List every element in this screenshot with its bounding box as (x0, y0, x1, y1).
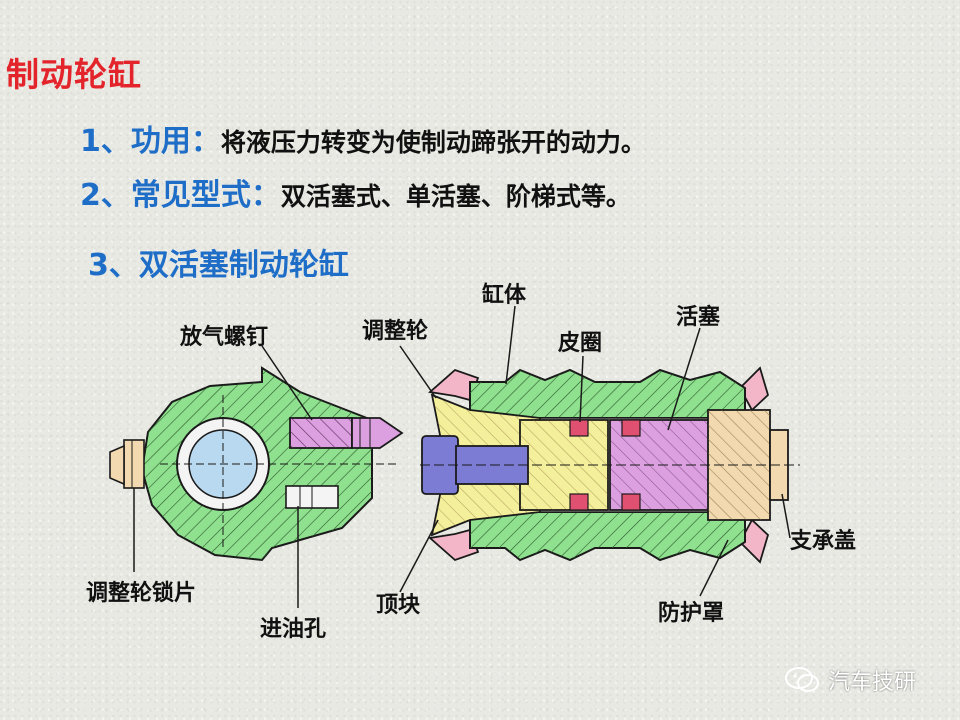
label-support-cap: 支承盖 (790, 528, 856, 554)
bleeder-screw (289, 417, 404, 449)
seal-ring (569, 419, 589, 437)
label-cylinder-body: 缸体 (482, 282, 527, 308)
types-line: 2、常见型式：双活塞式、单活塞、阶梯式等。 (80, 170, 631, 214)
section-heading: 3、双活塞制动轮缸 (88, 248, 349, 283)
label-seal: 皮圈 (558, 330, 602, 356)
label-push-block: 顶块 (376, 593, 421, 618)
types-value: 双活塞式、单活塞、阶梯式等。 (280, 182, 631, 211)
watermark: 汽车技研 (784, 664, 916, 696)
label-adjuster-wheel: 调整轮 (362, 318, 428, 344)
label-guard: 防护罩 (658, 601, 724, 626)
watermark-text: 汽车技研 (828, 670, 917, 695)
adjuster-lock-plate (109, 439, 145, 489)
function-key: 1、功用： (80, 124, 221, 159)
inlet-port (285, 485, 339, 509)
label-adjuster-lock: 调整轮锁片 (86, 580, 196, 606)
section-view (420, 366, 800, 564)
side-view (109, 366, 404, 562)
label-piston: 活塞 (676, 304, 721, 330)
types-key: 2、常见型式： (80, 178, 281, 213)
page-title: 制动轮缸 (6, 55, 142, 94)
leader-lines (133, 305, 791, 608)
wechat-icon (785, 667, 819, 692)
label-inlet: 进油孔 (260, 617, 326, 642)
function-line: 1、功用：将液压力转变为使制动蹄张开的动力。 (80, 116, 646, 160)
label-bleeder-screw: 放气螺钉 (179, 324, 268, 350)
function-value: 将液压力转变为使制动蹄张开的动力。 (220, 128, 646, 157)
